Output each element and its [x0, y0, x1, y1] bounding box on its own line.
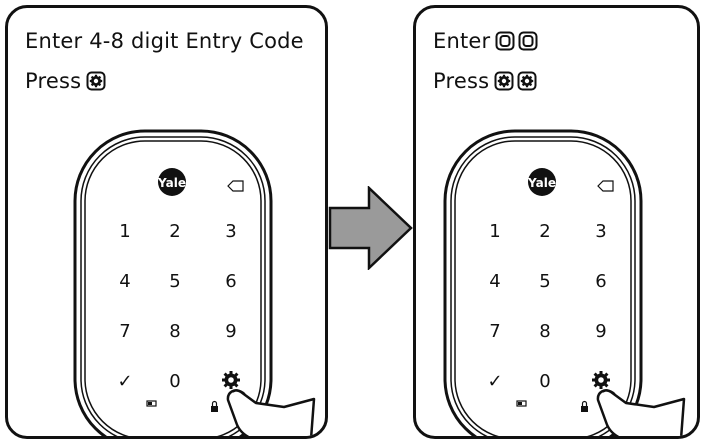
settings-key-icon — [517, 71, 537, 97]
key-0[interactable]: 0 — [539, 371, 550, 392]
key-0[interactable]: 0 — [169, 371, 180, 392]
yale-keypad-lock: Yale 1 2 3 4 5 6 7 8 9 ✓ 0 — [443, 129, 686, 436]
key-2[interactable]: 2 — [539, 221, 550, 242]
brand-badge — [528, 168, 556, 196]
key-8[interactable]: 8 — [169, 321, 180, 342]
settings-key-icon[interactable] — [222, 371, 240, 389]
lock-status-icon — [211, 400, 218, 412]
key-4[interactable]: 4 — [119, 271, 130, 292]
key-1[interactable]: 1 — [119, 221, 130, 242]
step-panel-enter-code: Enter 4-8 digit Entry Code Press Yale 1 … — [5, 5, 328, 439]
instruction-text: Press — [25, 69, 82, 93]
battery-icon — [146, 400, 157, 407]
instruction-line-2: Press — [25, 68, 106, 97]
battery-icon — [516, 400, 527, 407]
key-4[interactable]: 4 — [489, 271, 500, 292]
yale-keypad-lock: Yale 1 2 3 4 5 6 7 8 9 ✓ 0 — [73, 129, 316, 436]
instruction-text: Enter 4-8 digit Entry Code — [25, 29, 304, 53]
instruction-line-1: Enter 4-8 digit Entry Code — [25, 28, 304, 54]
key-check[interactable]: ✓ — [117, 371, 132, 392]
backspace-icon — [597, 180, 614, 192]
brand-logo: Yale — [527, 176, 556, 190]
settings-key-icon — [494, 71, 514, 97]
key-1[interactable]: 1 — [489, 221, 500, 242]
next-step-arrow-icon — [328, 186, 413, 270]
key-6[interactable]: 6 — [225, 271, 236, 292]
instruction-text: Press — [433, 69, 490, 93]
finger-icon — [226, 389, 316, 436]
finger-icon — [596, 389, 686, 436]
key-3[interactable]: 3 — [595, 221, 606, 242]
step-panel-confirm: Enter Press Yale 1 2 3 4 5 6 7 8 9 ✓ — [413, 5, 700, 439]
key-5[interactable]: 5 — [539, 271, 550, 292]
key-5[interactable]: 5 — [169, 271, 180, 292]
instruction-line-2: Press — [433, 68, 537, 97]
backspace-icon — [227, 180, 244, 192]
key-7[interactable]: 7 — [489, 321, 500, 342]
instruction-line-1: Enter — [433, 28, 538, 57]
settings-key-icon — [86, 71, 106, 97]
lock-status-icon — [581, 400, 588, 412]
settings-key-icon[interactable] — [592, 371, 610, 389]
zero-key-icon — [495, 31, 515, 57]
key-3[interactable]: 3 — [225, 221, 236, 242]
key-8[interactable]: 8 — [539, 321, 550, 342]
key-2[interactable]: 2 — [169, 221, 180, 242]
brand-badge — [158, 168, 186, 196]
brand-logo: Yale — [157, 176, 186, 190]
instruction-text: Enter — [433, 29, 491, 53]
key-check[interactable]: ✓ — [487, 371, 502, 392]
key-9[interactable]: 9 — [595, 321, 606, 342]
key-9[interactable]: 9 — [225, 321, 236, 342]
zero-key-icon — [518, 31, 538, 57]
key-7[interactable]: 7 — [119, 321, 130, 342]
key-6[interactable]: 6 — [595, 271, 606, 292]
